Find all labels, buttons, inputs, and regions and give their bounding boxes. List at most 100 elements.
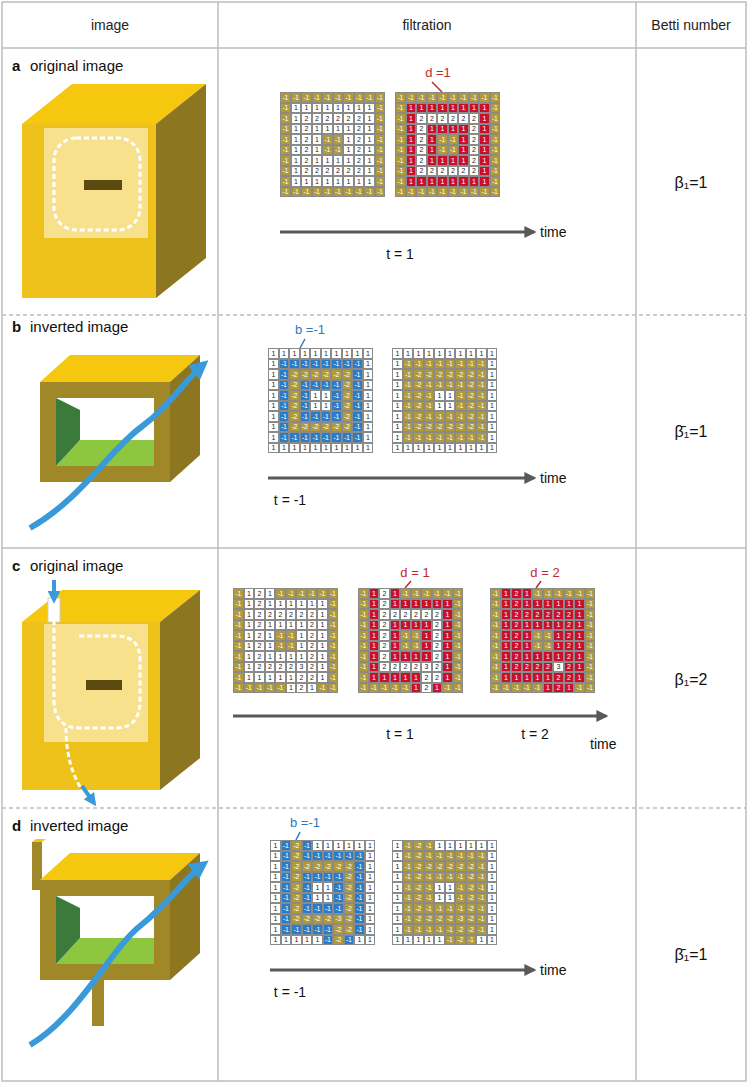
grid-cell: 1 xyxy=(458,145,469,156)
grid-cell: 1 xyxy=(553,599,564,610)
grid-cell: -3 xyxy=(333,914,344,925)
grid-cell: 1 xyxy=(501,620,512,631)
grid-cell: 1 xyxy=(442,620,453,631)
grid-cell: -1 xyxy=(280,113,291,124)
grid-cell: -1 xyxy=(280,166,291,177)
grid-cell: 1 xyxy=(365,893,376,904)
grid-cell: 1 xyxy=(279,348,290,359)
grid-cell: 2 xyxy=(432,651,443,662)
grid-cell: -1 xyxy=(476,893,487,904)
grid-cell: 1 xyxy=(511,672,522,683)
grid-cell: 1 xyxy=(466,348,477,359)
grid-cell: -1 xyxy=(490,620,501,631)
grid-cell: -1 xyxy=(434,411,445,422)
grid-cell: 1 xyxy=(265,599,276,610)
grid-cell: 2 xyxy=(564,641,575,652)
grid-cell: 1 xyxy=(317,651,328,662)
grid-cell: -1 xyxy=(291,924,302,935)
grid-cell: -1 xyxy=(466,935,477,946)
grid-cell: 2 xyxy=(301,134,312,145)
grid-cell: -1 xyxy=(501,683,512,694)
grid-cell: -1 xyxy=(424,359,435,370)
grid-cell: 1 xyxy=(437,155,448,166)
grid-cell: 1 xyxy=(406,103,417,114)
grid-cell: 1 xyxy=(270,924,281,935)
grid-cell: -2 xyxy=(291,882,302,893)
frame-illustration xyxy=(30,355,204,528)
grid-cell: -1 xyxy=(395,103,406,114)
grid-cell: 1 xyxy=(291,103,302,114)
grid-cell: 1 xyxy=(400,599,411,610)
grid-cell: -2 xyxy=(323,914,334,925)
grid-cell: -2 xyxy=(321,369,332,380)
grid-cell: -1 xyxy=(352,411,363,422)
betti-number: β₁=2 xyxy=(675,671,708,689)
grid-cell: 1 xyxy=(301,176,312,187)
grid-cell: 1 xyxy=(265,588,276,599)
grid-cell: -1 xyxy=(490,630,501,641)
grid-cell: -1 xyxy=(448,145,459,156)
grid-cell: 1 xyxy=(268,401,279,412)
grid-cell: 1 xyxy=(275,599,286,610)
grid-cell: 1 xyxy=(307,683,318,694)
betti-number: β₁=1 xyxy=(675,174,708,192)
grid-cell: -1 xyxy=(281,872,292,883)
grid-cell: 2 xyxy=(458,113,469,124)
grid-cell: 1 xyxy=(363,432,374,443)
grid-cell: 2 xyxy=(307,620,318,631)
grid-cell: 1 xyxy=(392,432,403,443)
grid-cell: -1 xyxy=(476,411,487,422)
grid-cell: -1 xyxy=(328,620,339,631)
grid-cell: 1 xyxy=(487,432,498,443)
grid-cell: -1 xyxy=(476,914,487,925)
grid-cell: -2 xyxy=(466,872,477,883)
grid-cell: -1 xyxy=(476,432,487,443)
grid-cell: 1 xyxy=(343,155,354,166)
grid-cell: 1 xyxy=(301,103,312,114)
grid-cell: 1 xyxy=(522,630,533,641)
grid-cell: -1 xyxy=(411,641,422,652)
grid-cell: 2 xyxy=(301,113,312,124)
grid-cell: 1 xyxy=(317,641,328,652)
grid-cell: -1 xyxy=(479,187,490,198)
grid-cell: 1 xyxy=(333,155,344,166)
grid-cell: 1 xyxy=(244,651,255,662)
grid-cell: -1 xyxy=(233,609,244,620)
grid-cell: 1 xyxy=(458,155,469,166)
grid-cell: -1 xyxy=(265,683,276,694)
grid-cell: 1 xyxy=(434,348,445,359)
grid-cell: -1 xyxy=(453,641,464,652)
grid-cell: 1 xyxy=(421,641,432,652)
death-label: d =1 xyxy=(425,66,451,81)
grid-cell: 1 xyxy=(270,872,281,883)
grid-cell: 1 xyxy=(501,662,512,673)
grid-cell: 1 xyxy=(270,914,281,925)
grid-cell: 1 xyxy=(365,861,376,872)
grid-cell: -1 xyxy=(328,683,339,694)
grid-cell: 1 xyxy=(479,113,490,124)
grid-cell: 2 xyxy=(307,651,318,662)
grid-cell: 1 xyxy=(279,443,290,454)
grid-cell: 1 xyxy=(343,145,354,156)
grid-cell: -1 xyxy=(364,187,375,198)
grid-cell: -2 xyxy=(466,914,477,925)
grid-cell: -1 xyxy=(445,359,456,370)
grid-cell: -1 xyxy=(455,390,466,401)
grid-cell: 2 xyxy=(564,630,575,641)
grid-cell: -2 xyxy=(291,914,302,925)
grid-cell: 1 xyxy=(400,651,411,662)
grid-cell: 1 xyxy=(312,103,323,114)
grid-cell: -1 xyxy=(354,187,365,198)
grid-cell: 2 xyxy=(254,641,265,652)
grid-cell: 1 xyxy=(487,348,498,359)
grid-cell: -2 xyxy=(333,935,344,946)
grid-cell: 1 xyxy=(390,599,401,610)
grid-cell: 2 xyxy=(564,651,575,662)
grid-cell: -1 xyxy=(437,187,448,198)
grid-cell: -1 xyxy=(403,390,414,401)
grid-cell: -1 xyxy=(403,851,414,862)
grid-cell: -1 xyxy=(301,187,312,198)
grid-cell: -1 xyxy=(302,872,313,883)
grid-cell: 1 xyxy=(442,609,453,620)
grid-cell: -2 xyxy=(413,903,424,914)
